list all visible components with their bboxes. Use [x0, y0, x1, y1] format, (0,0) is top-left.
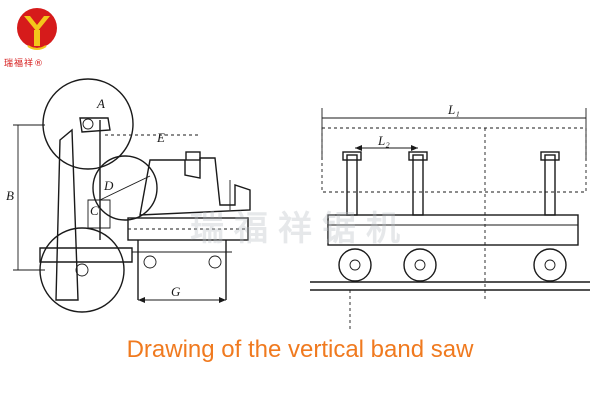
- dimension-g-arrow-left: [138, 297, 145, 303]
- upper-guide-block: [79, 117, 111, 133]
- label-g: G: [171, 284, 181, 299]
- dimension-l2-arrow-right: [411, 145, 418, 151]
- carriage-wheel-2-hub: [414, 259, 426, 271]
- carriage-wheel-1-hub: [349, 259, 361, 271]
- lower-band-wheel: [39, 227, 125, 313]
- label-b: B: [6, 188, 14, 203]
- clamp-cap-2: [408, 151, 428, 161]
- upper-band-wheel: [42, 78, 134, 170]
- log-outline: [321, 127, 587, 193]
- label-d: D: [103, 178, 114, 193]
- label-l2: L₂: [377, 133, 390, 148]
- dimension-g-arrow-right: [219, 297, 226, 303]
- carriage-frame: [139, 157, 251, 216]
- dimension-l2-arrow-left: [355, 145, 362, 151]
- label-a: A: [96, 96, 105, 111]
- carriage-roller-right: [208, 255, 222, 269]
- label-l1: L₁: [447, 102, 460, 117]
- side-view: [13, 78, 251, 313]
- upper-wheel-hub: [82, 118, 94, 130]
- clamp-cap-1: [342, 151, 362, 161]
- carriage-wheel-1: [338, 248, 372, 282]
- label-e: E: [156, 130, 165, 145]
- saw-base: [39, 247, 133, 263]
- clamp-post-2: [412, 154, 424, 216]
- saw-column: [55, 128, 79, 301]
- carriage-body: [327, 214, 579, 246]
- watermark-text: 瑞福祥锯机: [190, 209, 410, 249]
- carriage-top-block: [185, 151, 201, 161]
- carriage-wheel-2: [403, 248, 437, 282]
- carriage-wheel-3-hub: [544, 259, 556, 271]
- clamp-post-3: [544, 154, 556, 216]
- blade-guide: [87, 199, 111, 229]
- lower-wheel-hub: [75, 263, 89, 277]
- front-view: [310, 108, 590, 330]
- carriage-roller-left: [143, 255, 157, 269]
- company-logo-icon: [17, 8, 57, 50]
- figure-caption: Drawing of the vertical band saw: [126, 336, 474, 363]
- logo-text: 瑞福祥®: [4, 56, 44, 69]
- feed-wheel-spoke: [99, 175, 151, 201]
- feed-wheel: [92, 155, 158, 221]
- clamp-cap-3: [540, 151, 560, 161]
- carriage-wheel-3: [533, 248, 567, 282]
- clamp-post-1: [346, 154, 358, 216]
- logo-name: 瑞福祥: [4, 59, 35, 69]
- label-c: C: [90, 203, 99, 218]
- logo-registered-mark: ®: [34, 59, 45, 69]
